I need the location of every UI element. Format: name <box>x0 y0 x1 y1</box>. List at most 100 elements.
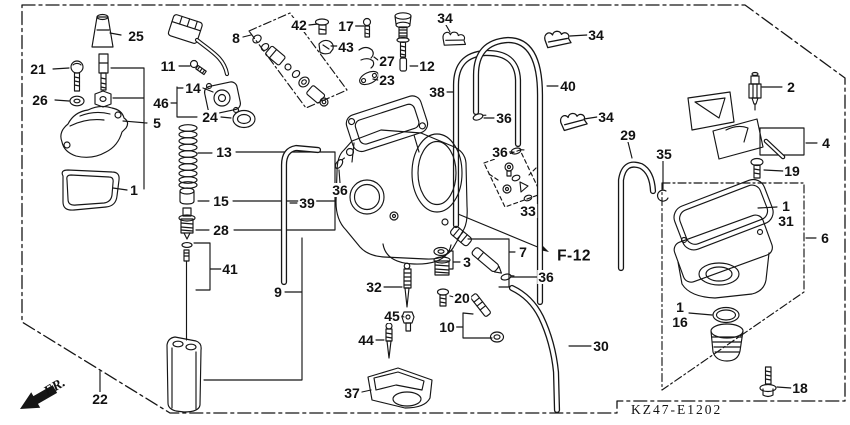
callout-9: 9 <box>273 284 283 300</box>
callout-45: 45 <box>383 308 401 324</box>
hose-clip-34b <box>544 30 572 49</box>
callout-5: 5 <box>152 115 162 131</box>
flange-gasket-23 <box>359 70 379 86</box>
stop-screw-32 <box>403 262 412 308</box>
callout-21: 21 <box>29 61 47 77</box>
needle-holder-28 <box>178 207 196 240</box>
callout-13: 13 <box>215 144 233 160</box>
oring-16 <box>712 306 740 324</box>
callout-1: 1 <box>781 198 791 214</box>
callout-26: 26 <box>31 92 49 108</box>
screw-19 <box>750 157 764 179</box>
throttle-spring-13 <box>178 124 198 189</box>
callout-33: 33 <box>519 203 537 219</box>
tube-clip-36a <box>472 113 487 121</box>
connector-8 <box>167 14 230 77</box>
callout-36: 36 <box>491 144 509 160</box>
callout-6: 6 <box>820 230 830 246</box>
diagram-code: KZ47-E1202 <box>631 402 723 417</box>
chamber-gasket-31 <box>673 178 774 251</box>
hose-clip-34c <box>559 112 588 132</box>
callout-34: 34 <box>597 109 615 125</box>
callout-35: 35 <box>655 146 673 162</box>
callout-42: 42 <box>290 17 308 33</box>
callout-41: 41 <box>221 261 239 277</box>
air-screw-44 <box>385 322 393 359</box>
float-valve-set-8 <box>252 34 329 107</box>
cable-bracket-27 <box>358 46 375 69</box>
callout-24: 24 <box>201 109 219 125</box>
callout-15: 15 <box>212 193 230 209</box>
throttle-slide-9 <box>166 336 202 413</box>
throttle-sensor-14 <box>203 81 241 115</box>
bolt-21 <box>70 60 84 92</box>
callout-16: 16 <box>671 314 689 330</box>
callout-32: 32 <box>365 279 383 295</box>
sensor-ring-24 <box>232 109 256 129</box>
callout-18: 18 <box>791 380 809 396</box>
callout-20: 20 <box>453 290 471 306</box>
callout-34: 34 <box>436 10 454 26</box>
callout-7: 7 <box>518 244 528 260</box>
choke-valve-12 <box>394 12 412 72</box>
callout-44: 44 <box>357 332 375 348</box>
callout-1: 1 <box>129 182 139 198</box>
callout-28: 28 <box>212 222 230 238</box>
callout-43: 43 <box>337 39 355 55</box>
cover-gasket-1 <box>61 169 120 211</box>
clip-43 <box>318 39 334 55</box>
fuel-hose-39 <box>280 144 322 286</box>
drain-bolt-18 <box>759 366 777 398</box>
callout-34: 34 <box>587 27 605 43</box>
drain-hose-29 <box>617 161 657 272</box>
callout-36: 36 <box>495 110 513 126</box>
tube-clip-36d <box>500 273 515 281</box>
carburetor-body <box>335 95 468 265</box>
top-cover-5 <box>60 105 129 158</box>
callout-3: 3 <box>462 254 472 270</box>
valve-set-box <box>248 12 348 109</box>
callout-14: 14 <box>184 80 202 96</box>
callout-1: 1 <box>675 299 685 315</box>
callout-30: 30 <box>592 338 610 354</box>
float-set-4 <box>687 91 805 160</box>
screw-11 <box>189 59 207 76</box>
stud-bolt <box>98 53 109 91</box>
callout-11: 11 <box>159 58 177 74</box>
drain-tower <box>710 323 744 362</box>
spring-seat-15 <box>179 187 195 205</box>
diagram-border <box>21 4 846 414</box>
callout-37: 37 <box>343 385 361 401</box>
front-direction-arrow <box>20 385 58 409</box>
cap-25 <box>91 13 114 48</box>
callout-38: 38 <box>428 84 446 100</box>
callout-12: 12 <box>418 58 436 74</box>
callout-27: 27 <box>378 53 396 69</box>
callout-2: 2 <box>786 79 796 95</box>
callout-22: 22 <box>91 391 109 407</box>
tube-clip-36b <box>510 147 525 155</box>
callout-40: 40 <box>559 78 577 94</box>
callout-19: 19 <box>783 163 801 179</box>
callout-10: 10 <box>438 319 456 335</box>
leader-lines <box>52 23 818 393</box>
vent-hose-38 <box>452 49 522 229</box>
jet-needle-41 <box>181 242 193 341</box>
vent-hose-40 <box>472 36 544 306</box>
float-chamber-box <box>661 182 805 391</box>
callout-36: 36 <box>331 182 349 198</box>
bolt-42 <box>314 18 330 35</box>
float-37 <box>367 367 433 409</box>
overflow-hose-30 <box>508 284 561 414</box>
jet-set-33 <box>488 162 537 202</box>
washer-26 <box>69 95 85 107</box>
cross-reference-label: F-12 <box>557 247 591 265</box>
callout-23: 23 <box>378 72 396 88</box>
screw-17 <box>362 17 372 38</box>
float-chamber-bowl <box>673 214 773 299</box>
hose-clip-34a <box>442 31 467 46</box>
callout-4: 4 <box>821 135 831 151</box>
callout-17: 17 <box>337 18 355 34</box>
cross-reference-arrow <box>457 213 549 252</box>
